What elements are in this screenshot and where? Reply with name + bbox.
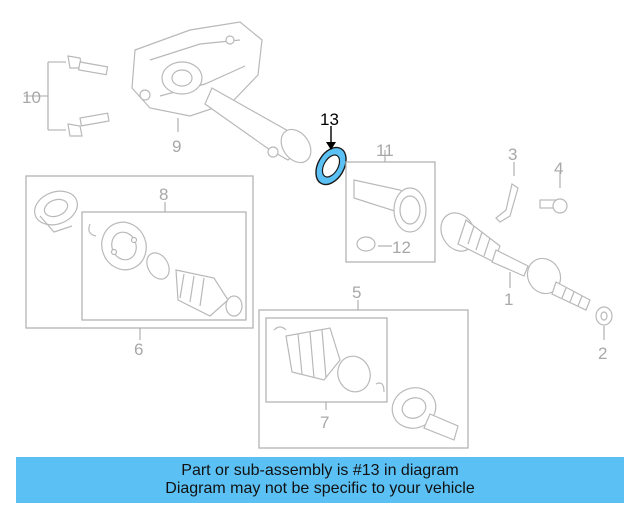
callout-2: 2	[598, 344, 607, 363]
callout-8: 8	[159, 185, 168, 204]
box-5	[258, 309, 469, 449]
seal-13-highlighted	[315, 146, 347, 186]
callout-5: 5	[352, 283, 361, 302]
clamp-3	[495, 183, 519, 223]
bolt-group-10	[24, 55, 110, 137]
callout-10: 10	[22, 88, 41, 107]
outer-joint-kit-6	[34, 190, 243, 317]
info-banner: Part or sub-assembly is #13 in diagram D…	[16, 457, 624, 503]
nut-2	[595, 306, 613, 326]
callout-12: 12	[392, 238, 411, 257]
callout-13: 13	[320, 110, 339, 129]
inner-joint-11	[353, 179, 427, 252]
callout-11: 11	[376, 141, 394, 160]
callout-1: 1	[504, 290, 513, 309]
callout-4: 4	[554, 159, 563, 178]
banner-line-1: Part or sub-assembly is #13 in diagram	[181, 462, 459, 479]
callout-7: 7	[320, 413, 329, 432]
inner-joint-kit-5	[273, 326, 459, 441]
callout-9: 9	[172, 137, 181, 156]
front-differential	[131, 21, 312, 164]
callout-3: 3	[508, 145, 517, 164]
banner-line-2: Diagram may not be specific to your vehi…	[165, 480, 475, 497]
axle-shaft-1	[440, 212, 591, 311]
box-8	[81, 211, 247, 321]
callout-6: 6	[134, 340, 143, 359]
bolt-4	[539, 198, 568, 214]
box-11	[345, 161, 436, 263]
